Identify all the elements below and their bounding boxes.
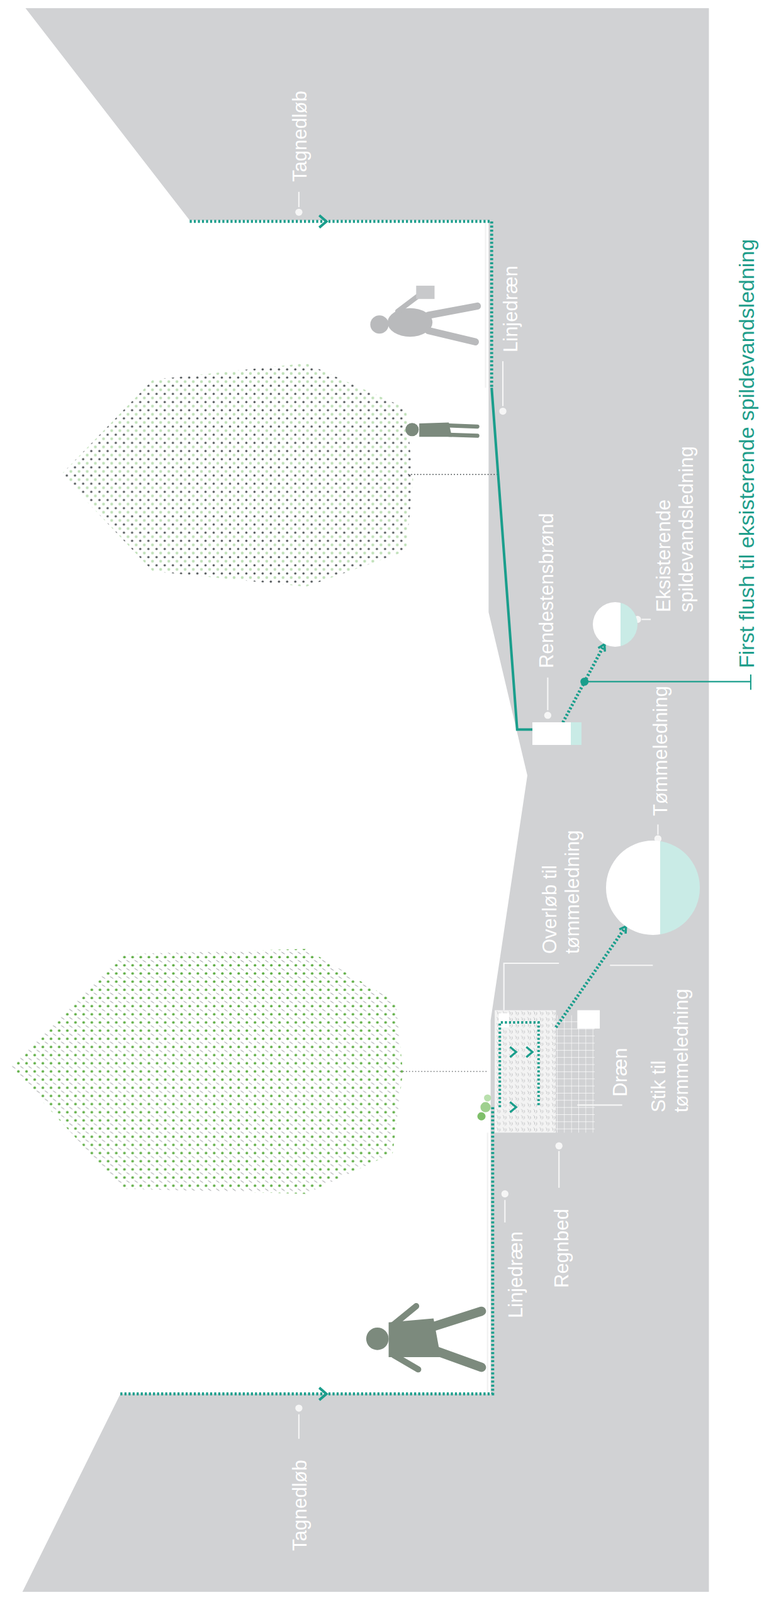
tree-crown bbox=[61, 363, 413, 587]
person-legs bbox=[428, 306, 478, 343]
person-arms bbox=[393, 1306, 419, 1371]
node-label: Regnbed bbox=[550, 1208, 574, 1289]
overflow-label: Overløb til tømmeledning bbox=[538, 815, 584, 955]
node-label: Rendestensbrønd bbox=[535, 513, 559, 669]
sewer-pipe: Tømmeledning bbox=[606, 840, 700, 935]
leader-line bbox=[502, 361, 504, 406]
leader-line bbox=[577, 1104, 622, 1106]
node-label: Tømmeledning bbox=[649, 686, 673, 817]
leader-dot bbox=[295, 208, 303, 216]
leader-line bbox=[298, 191, 300, 208]
flow-chevron bbox=[319, 1388, 326, 1401]
drain-gravel bbox=[555, 1015, 595, 1134]
person-head bbox=[370, 315, 389, 334]
leader-line bbox=[641, 618, 652, 620]
title-leader bbox=[584, 680, 751, 683]
roof-flow bbox=[189, 221, 492, 388]
leader-dot bbox=[295, 1404, 303, 1412]
gutter-flow bbox=[491, 387, 533, 730]
person-legs bbox=[448, 425, 478, 436]
leader-dot bbox=[501, 1190, 509, 1198]
first-flush-callout: First flush til eksisterende spildevands… bbox=[734, 239, 759, 669]
person-bag bbox=[415, 285, 435, 299]
roof-flow bbox=[120, 1107, 493, 1395]
flow-chevron bbox=[526, 1047, 533, 1058]
line-drain-label: Linjedræn bbox=[504, 1232, 528, 1320]
existing-wastewater-pipe: Eksisterende spildevandsledning bbox=[592, 602, 638, 647]
line-drain-label: Linjedræn bbox=[499, 265, 523, 353]
line-drain bbox=[484, 220, 486, 388]
person-head bbox=[366, 1327, 389, 1351]
leader-dot bbox=[555, 1142, 563, 1150]
leader-line bbox=[546, 677, 549, 711]
connection-label: Stik til tømmeledning bbox=[647, 974, 693, 1113]
rain-bed: Regnbed bbox=[494, 1010, 556, 1134]
outlet-pipe bbox=[577, 1010, 600, 1029]
person-head bbox=[405, 422, 419, 437]
line-drain bbox=[487, 1132, 489, 1394]
flow-chevron bbox=[509, 1102, 517, 1113]
flow-chevron bbox=[319, 215, 326, 228]
leader-line bbox=[298, 1414, 300, 1440]
flow-chevron bbox=[509, 1047, 517, 1058]
ground-and-buildings bbox=[22, 8, 710, 1593]
tree-crown bbox=[10, 949, 403, 1194]
drain-label: Dræn bbox=[609, 1048, 632, 1098]
plant bbox=[477, 1112, 486, 1121]
gully: Rendestensbrønd bbox=[532, 722, 582, 746]
leader-dot bbox=[544, 711, 552, 719]
tree-trunk bbox=[407, 473, 498, 476]
leader-line bbox=[504, 1200, 506, 1223]
bed-flow bbox=[499, 1022, 539, 1108]
roof-downpipe-label: Tagnedløb bbox=[288, 90, 312, 182]
flow-connector bbox=[562, 644, 605, 723]
leader-line bbox=[609, 964, 653, 967]
node-label: Eksisterende spildevandsledning bbox=[652, 423, 698, 613]
plant bbox=[483, 1094, 491, 1102]
tree-trunk bbox=[399, 1071, 488, 1073]
leader-line bbox=[504, 963, 560, 1011]
leader-line bbox=[558, 1151, 560, 1188]
rain-bed-soil bbox=[494, 1010, 556, 1134]
roof-downpipe-label: Tagnedløb bbox=[288, 1460, 312, 1552]
leader-line bbox=[657, 824, 659, 835]
plant bbox=[480, 1102, 491, 1113]
leader-dot bbox=[499, 407, 506, 415]
title-leader-tick bbox=[750, 674, 752, 690]
person-arm bbox=[397, 295, 418, 311]
person-legs bbox=[433, 1311, 482, 1368]
